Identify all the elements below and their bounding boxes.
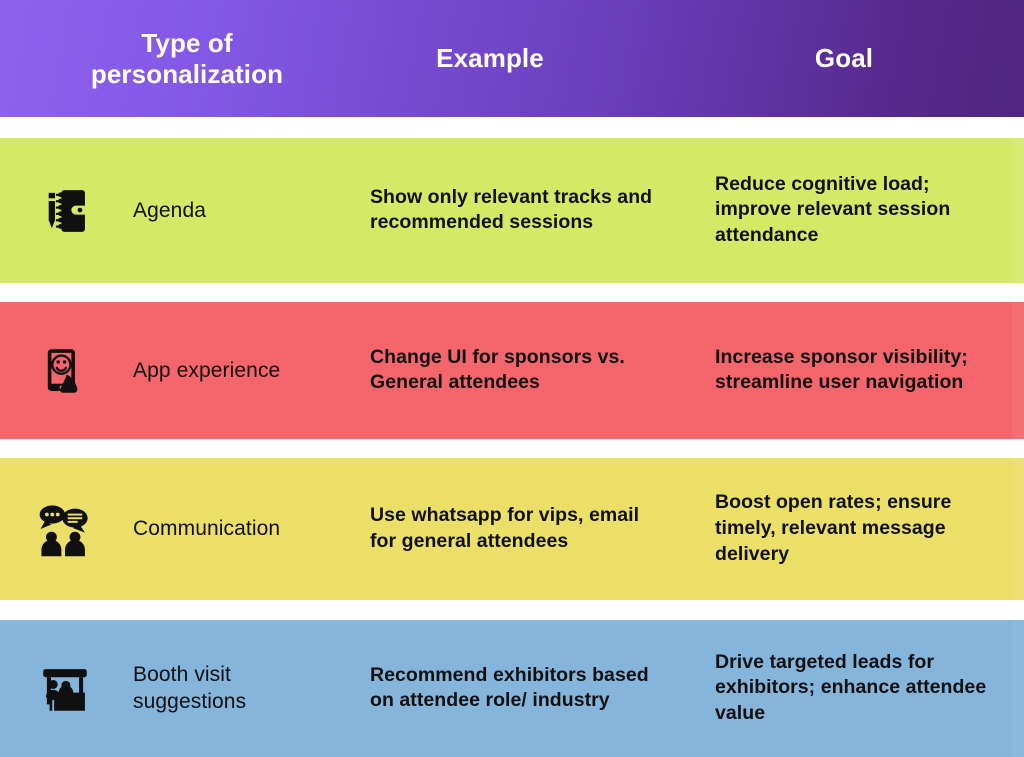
row-type-label: Communication	[133, 517, 281, 541]
speech-bubbles-people-icon	[34, 498, 96, 560]
row-example-text: Use whatsapp for vips, email for general…	[370, 504, 640, 552]
row-goal-text: Reduce cognitive load; improve relevant …	[715, 172, 951, 247]
row-example-text: Recommend exhibitors based on attendee r…	[370, 663, 649, 712]
row-type-label: Booth visit suggestions	[133, 662, 247, 714]
table-row: Booth visit suggestions Recommend exhibi…	[0, 620, 1024, 757]
smartphone-smiley-hand-icon	[34, 340, 96, 402]
row-example-text: Change UI for sponsors vs. General atten…	[370, 345, 625, 394]
column-header-goal: Goal	[755, 0, 933, 117]
column-header-type-label: Type of personalization	[90, 28, 284, 89]
column-header-goal-label: Goal	[814, 43, 874, 74]
exhibition-booth-icon	[34, 658, 96, 720]
row-goal-text: Drive targeted leads for exhibitors; enh…	[715, 650, 987, 725]
row-type-label: Agenda	[133, 198, 207, 222]
row-goal-text: Increase sponsor visibility; streamline …	[715, 345, 968, 394]
row-edge-strip	[1012, 620, 1024, 757]
row-type-label: App experience	[133, 358, 281, 382]
row-edge-strip	[1012, 138, 1024, 283]
row-goal-text: Boost open rates; ensure timely, relevan…	[715, 491, 952, 565]
table-row: App experience Change UI for sponsors vs…	[0, 302, 1024, 439]
table-header-row: Type of personalization Example Goal	[0, 0, 1024, 117]
row-example-text: Show only relevant tracks and recommende…	[370, 185, 653, 234]
column-header-example: Example	[372, 0, 608, 117]
table-row: Agenda Show only relevant tracks and rec…	[0, 138, 1024, 283]
column-header-type-of-personalization: Type of personalization	[72, 0, 302, 117]
notebook-pen-icon	[34, 180, 96, 242]
row-edge-strip	[1012, 302, 1024, 439]
row-edge-strip	[1012, 458, 1024, 600]
table-row: Communication Use whatsapp for vips, ema…	[0, 458, 1024, 600]
column-header-example-label: Example	[436, 43, 544, 74]
